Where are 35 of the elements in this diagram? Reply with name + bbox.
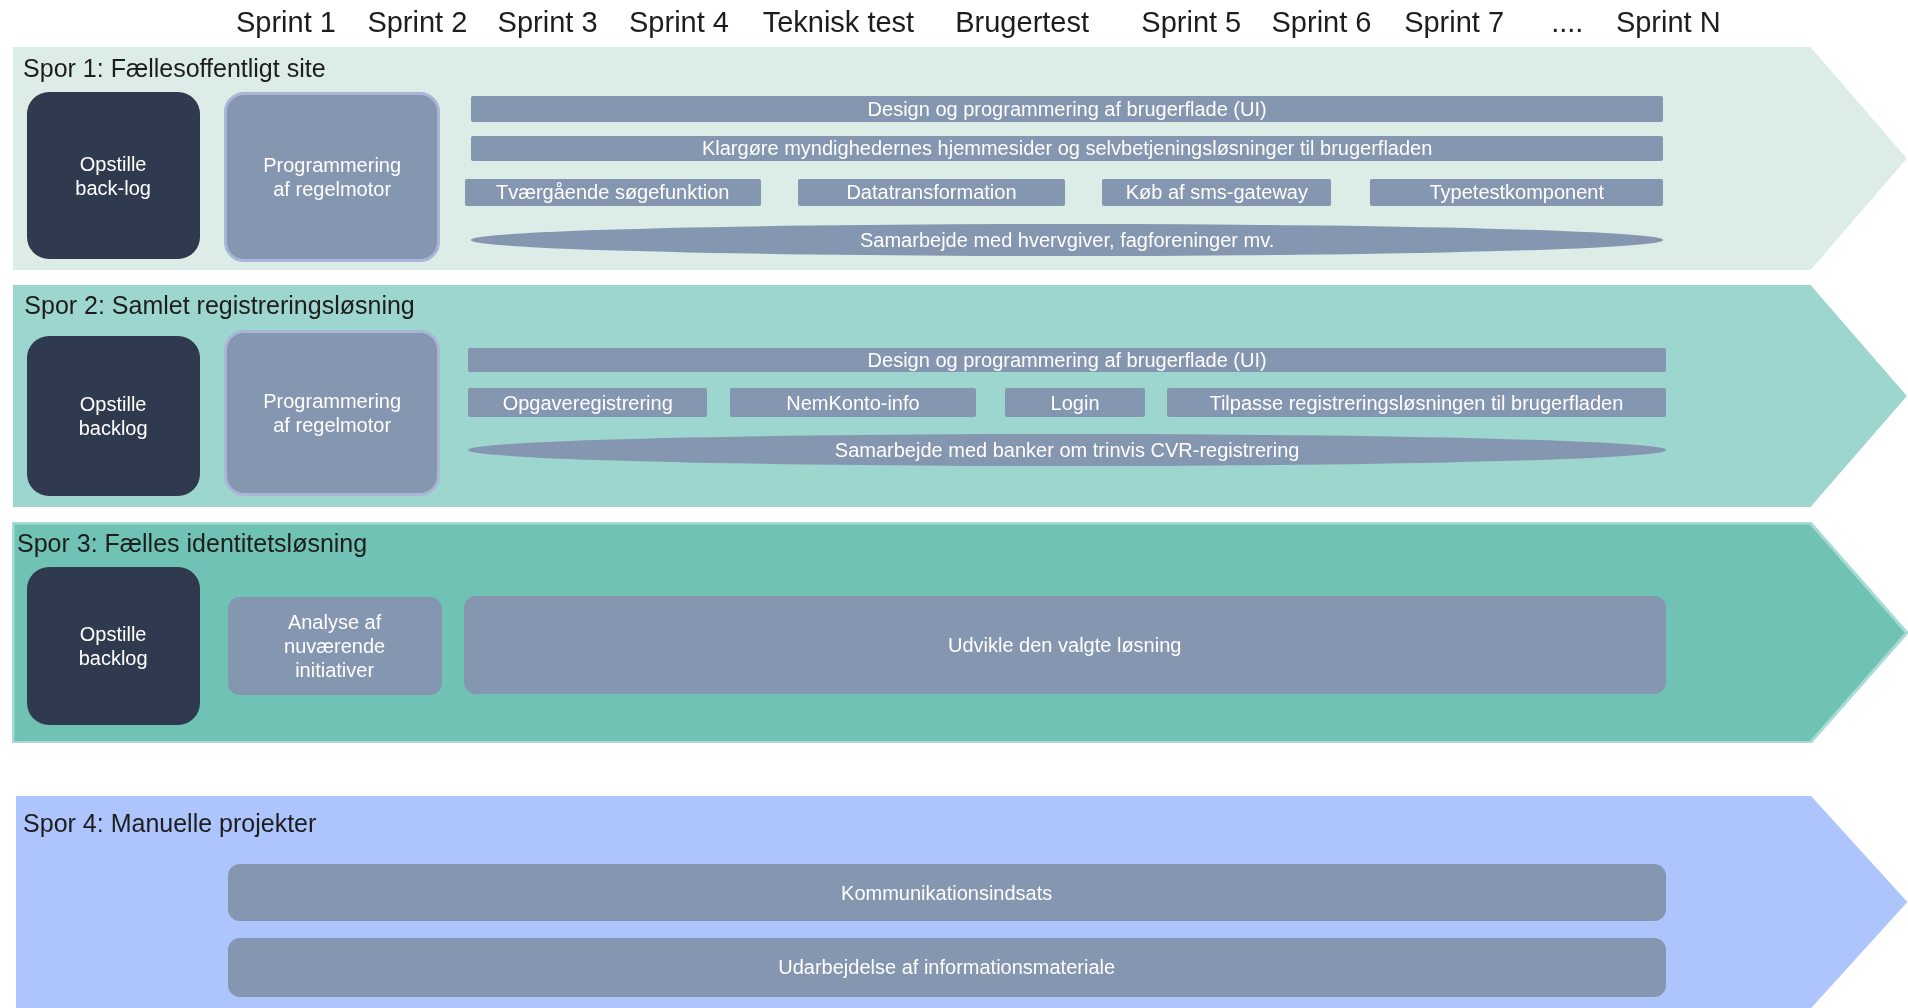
task-box: Udarbejdelse af informationsmateriale xyxy=(227,938,1666,997)
lane-title: Spor 3: Fælles identitetsløsning xyxy=(17,529,368,559)
task-bar: NemKonto-info xyxy=(730,388,976,418)
task-box: Udvikle den valgte løsning xyxy=(463,596,1666,694)
task-bar: Køb af sms-gateway xyxy=(1102,178,1332,206)
task-bar: Login xyxy=(1005,388,1145,418)
sprint-label: Sprint N xyxy=(1615,6,1721,39)
task-bar: Klargøre myndighedernes hjemmesider og selvbetjeningsløsninger til brugerfladen xyxy=(470,136,1664,161)
task-box: Kommunikationsindsats xyxy=(227,863,1666,922)
sprint-label: Sprint 4 xyxy=(629,6,729,39)
sprint-label: Sprint 6 xyxy=(1271,6,1372,39)
lane-title: Spor 1: Fællesoffentligt site xyxy=(23,53,326,83)
backlog-box: Opstille backlog xyxy=(26,335,200,497)
sprint-label: Sprint 3 xyxy=(497,6,598,39)
sprint-label: Brugertest xyxy=(955,6,1090,39)
task-bar: Design og programmering af brugerflade (UI) xyxy=(470,96,1664,122)
sprint-label: Sprint 1 xyxy=(236,6,336,39)
task-bar: Tværgående søgefunktion xyxy=(464,178,761,206)
process-box: Programmering af regelmotor xyxy=(223,92,441,262)
task-box: Analyse af nuværende initiativer xyxy=(227,597,442,695)
sprint-label: Sprint 7 xyxy=(1404,6,1505,39)
task-bar: Opgaveregistrering xyxy=(468,388,707,418)
task-bar: Design og programmering af brugerflade (UI) xyxy=(468,348,1666,373)
task-bar: Datatransformation xyxy=(798,178,1065,206)
backlog-box: Opstille backlog xyxy=(26,567,200,726)
sprint-label: .... xyxy=(1551,6,1584,39)
process-box: Programmering af regelmotor xyxy=(223,329,441,497)
task-bar: Tilpasse registreringsløsningen til brugerfladen xyxy=(1166,388,1666,418)
task-bar: Typetestkomponent xyxy=(1370,178,1664,206)
lane-title: Spor 4: Manuelle projekter xyxy=(23,809,317,839)
sprint-label: Sprint 5 xyxy=(1141,6,1242,39)
sprint-label: Sprint 2 xyxy=(367,6,468,39)
sprint-label: Teknisk test xyxy=(762,6,915,39)
lane-title: Spor 2: Samlet registreringsløsning xyxy=(24,290,415,320)
backlog-box: Opstille back-log xyxy=(26,92,200,260)
